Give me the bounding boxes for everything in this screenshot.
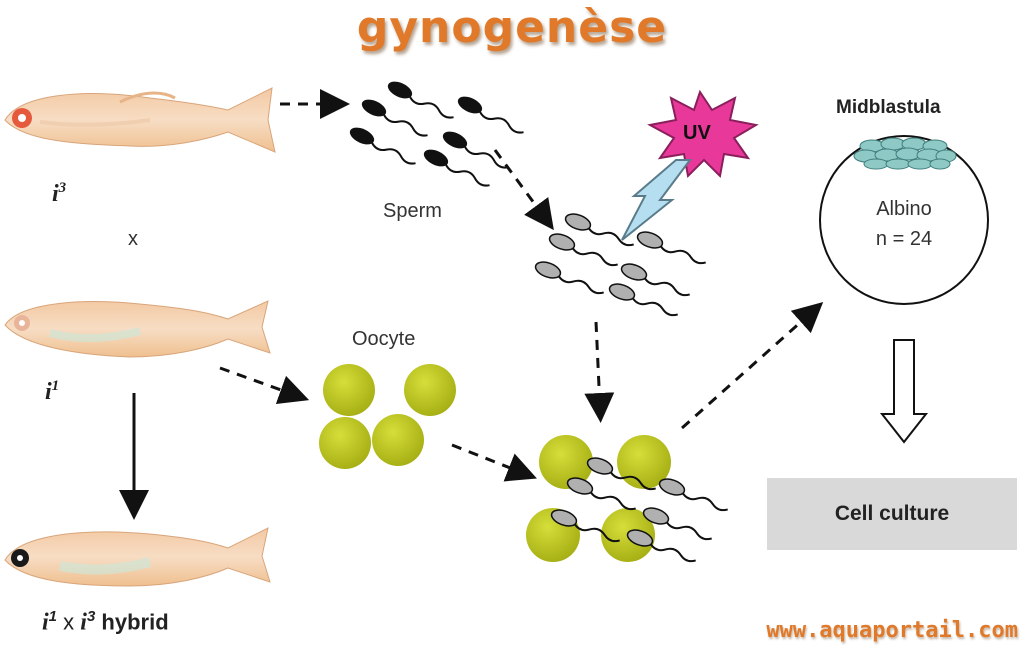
fish-i1-label: i1 xyxy=(45,378,60,405)
blastoderm-cells xyxy=(853,137,957,170)
fish-i3-icon xyxy=(4,87,276,153)
cross-symbol: x xyxy=(128,228,138,250)
sperm-active xyxy=(423,149,490,187)
uv-burst-icon xyxy=(621,89,759,241)
oocyte-label: Oocyte xyxy=(352,328,416,350)
midblastula-embryo xyxy=(819,135,989,305)
sperm-label: Sperm xyxy=(383,200,442,222)
hybrid-label: i1 x i3 hybrid xyxy=(42,608,169,636)
sperm-active xyxy=(387,81,454,119)
fertilized-group xyxy=(526,435,728,563)
sperm-irradiated xyxy=(658,478,728,512)
cell-culture-label: Cell culture xyxy=(834,502,950,525)
sperm-irradiated xyxy=(642,507,712,541)
arrow-sperm-to-irradiated xyxy=(493,149,554,231)
dashed-arrows xyxy=(219,89,824,482)
lightning-bolt-icon xyxy=(621,159,692,241)
sperm-active xyxy=(349,127,416,165)
sperm-irradiated xyxy=(566,477,636,511)
sperm-irradiated xyxy=(586,457,656,491)
oocyte-group xyxy=(319,364,456,469)
sperm-irradiated xyxy=(534,261,604,295)
midblastula-label: Midblastula xyxy=(836,97,941,118)
sperm-irradiated xyxy=(636,231,706,265)
sperm-irradiated xyxy=(608,283,678,317)
cell-culture-box xyxy=(767,478,1017,550)
sperm-active xyxy=(442,131,509,169)
sperm-irradiated xyxy=(548,233,618,267)
oocyte xyxy=(319,417,371,469)
oocyte xyxy=(323,364,375,416)
arrow-fertilized-to-midblastula xyxy=(681,302,824,430)
oocyte xyxy=(372,414,424,466)
watermark-url: www.aquaportail.com xyxy=(766,618,1018,643)
ploidy-label: n = 24 xyxy=(875,228,933,250)
fish-hybrid-icon xyxy=(4,527,271,587)
hollow-arrow-down-icon xyxy=(879,339,929,444)
arrow-fish-to-oocyte xyxy=(219,366,310,405)
oocyte xyxy=(539,435,593,489)
fish-i1-icon xyxy=(4,300,271,358)
sperm-active-group xyxy=(349,81,524,187)
sperm-active xyxy=(361,99,428,137)
uv-label: UV xyxy=(683,122,711,144)
oocyte xyxy=(617,435,671,489)
arrow-irradiated-to-fertilized xyxy=(584,321,615,423)
fish-i3-label: i3 xyxy=(52,180,67,207)
page-title: gynogenèse xyxy=(356,2,668,53)
arrow-oocyte-to-fertilized xyxy=(451,443,537,482)
sperm-irradiated xyxy=(564,213,634,247)
oocyte xyxy=(404,364,456,416)
sperm-irradiated xyxy=(550,509,620,543)
sperm-irradiated xyxy=(620,263,690,297)
sperm-irradiated-group xyxy=(534,213,706,317)
albino-label: Albino xyxy=(876,198,932,220)
sperm-active xyxy=(457,96,524,134)
sperm-irradiated xyxy=(626,529,696,563)
